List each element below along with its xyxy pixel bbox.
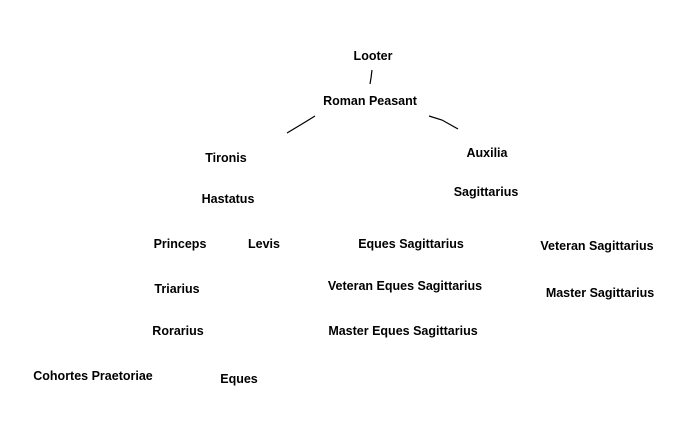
node-princeps: Princeps: [153, 237, 207, 251]
node-master-sagittarius: Master Sagittarius: [545, 286, 655, 300]
node-rorarius: Rorarius: [152, 324, 204, 338]
node-tironis: Tironis: [205, 151, 247, 165]
node-auxilia: Auxilia: [466, 146, 508, 160]
edge-roman-peasant-tironis: [286, 115, 316, 134]
node-triarius: Triarius: [154, 282, 200, 296]
node-veteran-sagittarius: Veteran Sagittarius: [540, 239, 654, 253]
node-hastatus: Hastatus: [201, 192, 255, 206]
node-cohortes-praetoriae: Cohortes Praetoriae: [33, 369, 153, 383]
node-roman-peasant: Roman Peasant: [323, 94, 417, 108]
edge-roman-peasant-auxilia: [428, 115, 459, 130]
node-veteran-eques-sagittarius: Veteran Eques Sagittarius: [327, 279, 483, 293]
node-levis: Levis: [248, 237, 280, 251]
node-eques-sagittarius: Eques Sagittarius: [358, 237, 464, 251]
edge-looter-roman-peasant: [369, 69, 373, 85]
node-looter: Looter: [353, 49, 393, 63]
node-eques: Eques: [220, 372, 258, 386]
node-master-eques-sagittarius: Master Eques Sagittarius: [328, 324, 478, 338]
node-sagittarius: Sagittarius: [453, 185, 519, 199]
